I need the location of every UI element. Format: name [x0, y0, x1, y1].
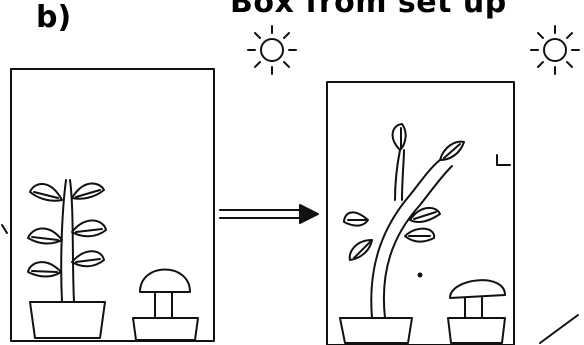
right-arrow-icon — [220, 205, 318, 223]
stray-line — [540, 315, 578, 343]
sun-icon — [531, 26, 579, 74]
sun-icon — [248, 26, 296, 74]
bent-plant-icon — [340, 124, 464, 343]
box-before — [11, 69, 214, 341]
mushroom-icon — [133, 270, 198, 341]
stray-mark — [497, 155, 510, 165]
mushroom-icon — [448, 280, 505, 343]
stray-mark — [2, 225, 7, 233]
stray-dot — [419, 274, 422, 277]
plant-icon — [28, 180, 106, 338]
